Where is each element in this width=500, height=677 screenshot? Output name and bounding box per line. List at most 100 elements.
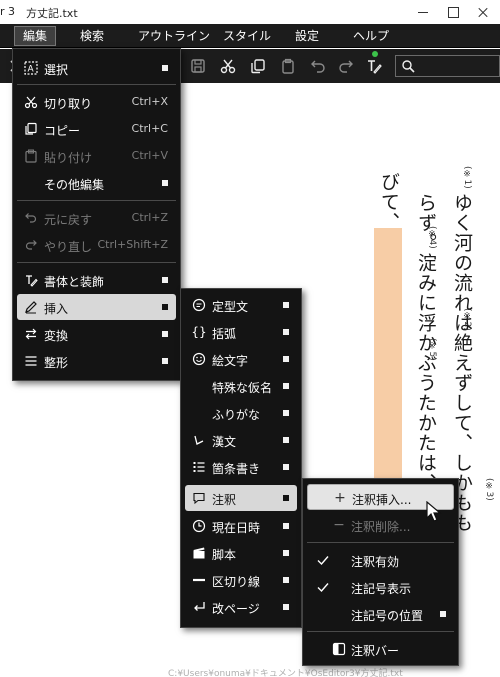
font-decoration-icon[interactable]	[364, 56, 384, 76]
close-button[interactable]	[468, 0, 498, 24]
comment-icon	[191, 490, 207, 506]
submenu-indicator	[162, 65, 168, 71]
svg-text:A: A	[28, 65, 35, 75]
text-column-2: らず。淀みに浮かぶうたかたは、	[415, 193, 437, 493]
submenu-indicator	[162, 180, 168, 186]
menu-item-furigana[interactable]: ふりがな	[185, 400, 297, 426]
annotation-mark-3: (※3)	[484, 478, 494, 501]
menu-item-bullets[interactable]: 箇条書き	[185, 454, 297, 480]
mouse-cursor-icon	[426, 501, 442, 522]
menu-item-datetime[interactable]: 現在日時	[185, 513, 297, 539]
submenu-indicator	[283, 464, 289, 470]
plus-icon: +	[334, 490, 346, 506]
save-icon[interactable]	[188, 56, 208, 76]
menu-item-script[interactable]: 脚本	[185, 540, 297, 566]
submenu-indicator	[440, 611, 446, 617]
scissors-icon[interactable]	[218, 56, 238, 76]
kanbun-icon	[191, 432, 207, 448]
menu-help[interactable]: ヘルプ	[353, 29, 390, 43]
undo-icon[interactable]	[308, 56, 328, 76]
menu-item-copy[interactable]: コピー Ctrl+C	[17, 116, 176, 142]
app-title-fragment: r 3	[0, 5, 16, 18]
annotation-mark-4: (※4)	[427, 226, 437, 249]
annotation-mark-1: (※1)	[462, 166, 472, 189]
menu-settings[interactable]: 設定	[295, 29, 320, 43]
redo-icon	[23, 237, 39, 253]
submenu-indicator	[283, 410, 289, 416]
window-title: 方丈記.txt	[26, 7, 78, 20]
search-box[interactable]	[395, 55, 500, 77]
divider-icon	[191, 572, 207, 588]
submenu-indicator	[283, 383, 289, 389]
menu-item-paste[interactable]: 貼り付け Ctrl+V	[17, 143, 176, 169]
copy-icon	[23, 121, 39, 137]
emoji-icon	[191, 351, 207, 367]
menu-item-format[interactable]: 整形	[17, 348, 176, 374]
menu-item-annotation-bar[interactable]: 注釈バー	[307, 636, 454, 662]
font-decoration-icon	[23, 272, 39, 288]
submenu-indicator	[283, 437, 289, 443]
page-break-icon	[191, 599, 207, 615]
braces-icon: {}	[191, 325, 207, 339]
menu-item-undo[interactable]: 元に戻す Ctrl+Z	[17, 205, 176, 231]
copy-icon[interactable]	[248, 56, 268, 76]
redo-icon[interactable]	[336, 56, 356, 76]
separator	[17, 200, 176, 201]
menu-edit[interactable]: 編集	[14, 26, 57, 46]
text-column-1: ゆく河の流れは絶えずして、しかもも	[451, 193, 473, 533]
menu-item-delete-annotation[interactable]: − 注釈削除...	[307, 512, 454, 538]
menu-item-insert[interactable]: 挿入	[17, 294, 176, 320]
clapper-icon	[191, 545, 207, 561]
menu-item-mark-position[interactable]: 注記号の位置	[307, 601, 454, 627]
separator	[17, 262, 176, 263]
check-icon	[315, 579, 331, 595]
submenu-indicator	[283, 356, 289, 362]
minimize-button[interactable]	[408, 0, 438, 24]
menu-item-divider[interactable]: 区切り線	[185, 567, 297, 593]
submenu-indicator	[283, 604, 289, 610]
submenu-indicator	[283, 495, 289, 501]
status-dot-icon	[372, 51, 378, 57]
insert-submenu: 定型文 {} 括弧 絵文字 特殊な仮名 ふりがな 漢文 箇条書き 注釈 現在日時	[180, 288, 302, 628]
menu-item-kanbun[interactable]: 漢文	[185, 427, 297, 453]
pencil-icon	[23, 299, 39, 315]
menu-item-annotation[interactable]: 注釈	[185, 485, 297, 511]
undo-icon	[23, 210, 39, 226]
menu-item-other-edit[interactable]: その他編集	[17, 170, 176, 196]
menu-item-emoji[interactable]: 絵文字	[185, 346, 297, 372]
menu-search[interactable]: 検索	[80, 29, 105, 43]
paste-icon[interactable]	[278, 56, 298, 76]
minus-icon: −	[333, 517, 345, 533]
menu-style[interactable]: スタイル	[223, 29, 272, 43]
search-input[interactable]	[418, 58, 496, 74]
submenu-indicator	[162, 277, 168, 283]
menu-item-font-decoration[interactable]: 書体と装飾	[17, 267, 176, 293]
clock-icon	[191, 518, 207, 534]
menu-item-redo[interactable]: やり直し Ctrl+Shift+Z	[17, 232, 176, 258]
separator	[307, 542, 454, 543]
menu-outline[interactable]: アウトライン	[138, 29, 211, 43]
submenu-indicator	[283, 523, 289, 529]
submenu-indicator	[283, 329, 289, 335]
separator	[307, 631, 454, 632]
annotation-mark-5: (※5)	[427, 338, 437, 361]
menu-item-cut[interactable]: 切り取り Ctrl+X	[17, 89, 176, 115]
select-icon: A	[23, 60, 39, 76]
submenu-indicator	[162, 358, 168, 364]
menu-bar: 編集 検索 アウトライン スタイル 設定 ヘルプ	[0, 24, 500, 48]
menu-item-page-break[interactable]: 改ページ	[185, 594, 297, 620]
menu-item-annotation-enabled[interactable]: 注釈有効	[307, 547, 454, 573]
title-bar: r 3 方丈記.txt	[0, 0, 500, 24]
menu-item-convert[interactable]: 変換	[17, 321, 176, 347]
menu-item-brackets[interactable]: {} 括弧	[185, 319, 297, 345]
menu-item-select[interactable]: A 選択	[17, 55, 176, 81]
maximize-button[interactable]	[438, 0, 468, 24]
submenu-indicator	[283, 577, 289, 583]
submenu-indicator	[162, 331, 168, 337]
edit-menu: A 選択 切り取り Ctrl+X コピー Ctrl+C 貼り付け Ctrl+V …	[12, 48, 181, 381]
menu-item-show-marks[interactable]: 注記号表示	[307, 574, 454, 600]
menu-item-template[interactable]: 定型文	[185, 292, 297, 318]
menu-item-special-kana[interactable]: 特殊な仮名	[185, 373, 297, 399]
search-icon	[402, 60, 415, 73]
paste-icon	[23, 148, 39, 164]
